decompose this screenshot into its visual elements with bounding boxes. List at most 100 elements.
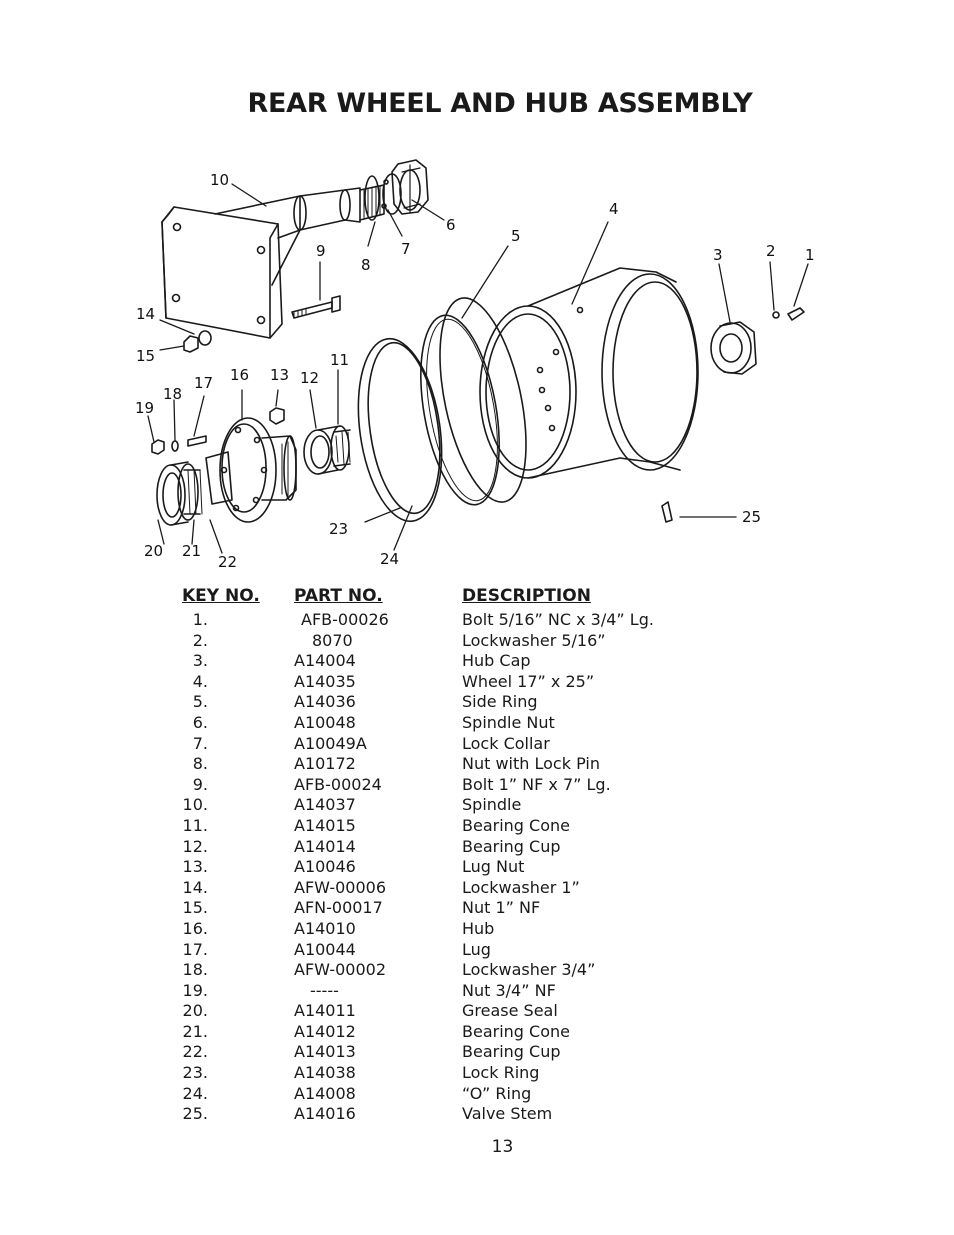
callout-22: 22 bbox=[218, 553, 237, 571]
o-ring-24 bbox=[420, 314, 500, 506]
callout-16: 16 bbox=[230, 366, 249, 384]
description-cell: Nut 3/4” NF bbox=[462, 980, 556, 1000]
description-cell: Bearing Cup bbox=[462, 1042, 561, 1062]
exploded-assembly-diagram: 10 6 7 8 9 4 5 3 2 1 14 15 11 12 13 16 1… bbox=[135, 159, 815, 571]
page-title: REAR WHEEL AND HUB ASSEMBLY bbox=[247, 88, 753, 119]
key-no-cell: 2. bbox=[192, 630, 208, 650]
description-cell: Bearing Cone bbox=[462, 1021, 570, 1041]
part-no-cell: A14014 bbox=[294, 836, 356, 856]
part-no-cell: A14004 bbox=[294, 651, 356, 671]
part-no-cell: A14037 bbox=[294, 795, 356, 815]
key-no-cell: 12. bbox=[182, 836, 208, 856]
part-no-cell: AFW-00002 bbox=[294, 960, 386, 980]
part-no-cell: AFB-00024 bbox=[294, 774, 382, 794]
part-no-cell: A14012 bbox=[294, 1021, 356, 1041]
description-cell: Lock Collar bbox=[462, 733, 550, 753]
key-no-cell: 5. bbox=[192, 692, 208, 712]
description-cell: Valve Stem bbox=[462, 1104, 553, 1124]
callout-7: 7 bbox=[401, 240, 411, 258]
description-cell: Side Ring bbox=[462, 692, 538, 712]
key-no-cell: 15. bbox=[182, 898, 208, 918]
lock-ring-23 bbox=[357, 337, 443, 523]
part-no-cell: A14038 bbox=[294, 1063, 356, 1083]
part-no-cell: A14011 bbox=[294, 1001, 356, 1021]
callout-11: 11 bbox=[330, 351, 349, 369]
part-no-cell: A14016 bbox=[294, 1104, 356, 1124]
callout-18: 18 bbox=[163, 385, 182, 403]
table-row: 5. A14036 Side Ring bbox=[181, 692, 741, 713]
table-row: 7. A10049A Lock Collar bbox=[181, 734, 741, 755]
description-cell: Lug bbox=[462, 939, 491, 959]
callout-15: 15 bbox=[136, 347, 155, 365]
description-cell: Nut with Lock Pin bbox=[462, 754, 600, 774]
part-no-cell: A14015 bbox=[294, 815, 356, 835]
part-no-cell: A10044 bbox=[294, 939, 356, 959]
callout-21: 21 bbox=[182, 542, 201, 560]
nut-15 bbox=[183, 335, 199, 353]
callout-12: 12 bbox=[300, 369, 319, 387]
description-cell: Bearing Cone bbox=[462, 815, 570, 835]
key-no-cell: 13. bbox=[182, 857, 208, 877]
table-row: 21. A14012 Bearing Cone bbox=[181, 1022, 741, 1043]
part-no-cell: A14008 bbox=[294, 1083, 356, 1103]
table-row: 9. AFB-00024 Bolt 1” NF x 7” Lg. bbox=[181, 775, 741, 796]
key-no-cell: 24. bbox=[182, 1083, 208, 1103]
key-no-cell: 9. bbox=[192, 774, 208, 794]
callout-17: 17 bbox=[194, 374, 213, 392]
key-no-cell: 7. bbox=[192, 733, 208, 753]
description-cell: Hub bbox=[462, 918, 495, 938]
nut-19 bbox=[151, 439, 165, 455]
callout-13: 13 bbox=[270, 366, 289, 384]
callout-5: 5 bbox=[511, 227, 521, 245]
side-ring-5 bbox=[439, 297, 527, 503]
description-cell: Hub Cap bbox=[462, 651, 531, 671]
key-no-cell: 21. bbox=[182, 1021, 208, 1041]
description-cell: Lockwasher 5/16” bbox=[462, 630, 606, 650]
key-no-cell: 25. bbox=[182, 1104, 208, 1124]
table-row: 19.-----Nut 3/4” NF bbox=[181, 981, 741, 1002]
description-cell: Wheel 17” x 25” bbox=[462, 671, 595, 691]
callout-20: 20 bbox=[144, 542, 163, 560]
callout-3: 3 bbox=[713, 246, 723, 264]
callout-1: 1 bbox=[805, 246, 815, 264]
description-cell: Grease Seal bbox=[462, 1001, 558, 1021]
key-no-cell: 6. bbox=[192, 712, 208, 732]
description-cell: Bearing Cup bbox=[462, 836, 561, 856]
spindle-nut-set bbox=[364, 159, 429, 221]
table-row: 12. A14014 Bearing Cup bbox=[181, 837, 741, 858]
callout-9: 9 bbox=[316, 242, 326, 260]
description-cell: Bolt 1” NF x 7” Lg. bbox=[462, 774, 611, 794]
bolt-9 bbox=[291, 295, 341, 319]
callout-25: 25 bbox=[742, 508, 761, 526]
description-cell: Lockwasher 1” bbox=[462, 877, 580, 897]
key-no-cell: 8. bbox=[192, 754, 208, 774]
key-no-cell: 20. bbox=[182, 1001, 208, 1021]
table-row: 25. A14016 Valve Stem bbox=[181, 1104, 741, 1125]
key-no-cell: 3. bbox=[192, 651, 208, 671]
hub-cap-3 bbox=[710, 321, 757, 375]
leader-lines bbox=[147, 183, 809, 554]
part-no-cell: A14036 bbox=[294, 692, 356, 712]
key-no-cell: 16. bbox=[182, 918, 208, 938]
key-no-cell: 4. bbox=[192, 671, 208, 691]
table-row: 20. A14011 Grease Seal bbox=[181, 1001, 741, 1022]
table-row: 24.A14008“O” Ring bbox=[181, 1084, 741, 1105]
key-no-cell: 14. bbox=[182, 877, 208, 897]
seal-bearing-set bbox=[156, 461, 203, 526]
callout-2: 2 bbox=[766, 242, 776, 260]
key-no-cell: 17. bbox=[182, 939, 208, 959]
callout-6: 6 bbox=[446, 216, 456, 234]
part-no-cell: 8070 bbox=[312, 630, 353, 650]
description-cell: Nut 1” NF bbox=[462, 898, 541, 918]
header-part-no: PART NO. bbox=[294, 586, 383, 606]
key-no-cell: 22. bbox=[182, 1042, 208, 1062]
part-no-cell: ----- bbox=[310, 980, 339, 1000]
part-no-cell: A10049A bbox=[294, 733, 367, 753]
